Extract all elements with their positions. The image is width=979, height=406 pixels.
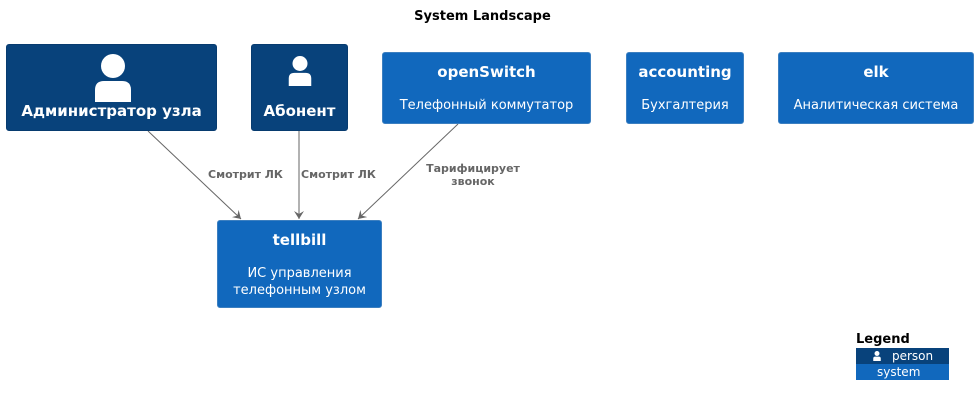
system-description-line-1: ИС управления: [247, 266, 352, 281]
person-icon: [288, 56, 312, 86]
relation-label-admin-tellbill: Смотрит ЛК: [208, 168, 283, 181]
system-accounting-node[interactable]: accounting Бухгалтерия: [626, 52, 744, 124]
legend-system-label: system: [877, 365, 921, 379]
person-icon: [873, 351, 881, 361]
relation-label-line-2: звонок: [451, 175, 495, 188]
system-name: tellbill: [272, 231, 327, 249]
person-admin-node[interactable]: Администратор узла: [6, 44, 217, 131]
relation-label-line-1: Тарифицирует: [426, 162, 520, 175]
person-icon: [95, 54, 131, 102]
relation-openswitch-tellbill: [357, 123, 459, 220]
relation-admin-tellbill: [147, 130, 242, 220]
legend-person-label: person: [892, 349, 934, 363]
system-name: openSwitch: [437, 63, 536, 81]
system-description: Аналитическая система: [793, 98, 959, 113]
system-description: Телефонный коммутатор: [399, 98, 574, 113]
relation-label-openswitch-tellbill: Тарифицирует звонок: [420, 162, 526, 188]
person-abonent-node[interactable]: Абонент: [251, 44, 348, 131]
system-description: Бухгалтерия: [641, 98, 729, 113]
system-tellbill-node[interactable]: tellbill ИС управления телефонным узлом: [217, 220, 382, 308]
relation-label-abonent-tellbill: Смотрит ЛК: [301, 168, 376, 181]
legend-title: Legend: [856, 332, 910, 347]
legend-system-entry: system: [856, 364, 949, 380]
system-name: accounting: [638, 63, 732, 81]
person-name: Абонент: [263, 102, 336, 120]
system-openswitch-node[interactable]: openSwitch Телефонный коммутатор: [382, 52, 591, 124]
diagram-title: System Landscape: [414, 9, 551, 24]
system-name: elk: [863, 63, 889, 81]
person-name: Администратор узла: [21, 102, 202, 120]
legend-person-entry: person: [856, 348, 949, 364]
system-elk-node[interactable]: elk Аналитическая система: [778, 52, 974, 124]
system-description-line-2: телефонным узлом: [233, 283, 366, 298]
legend: Legend person system: [856, 332, 949, 380]
